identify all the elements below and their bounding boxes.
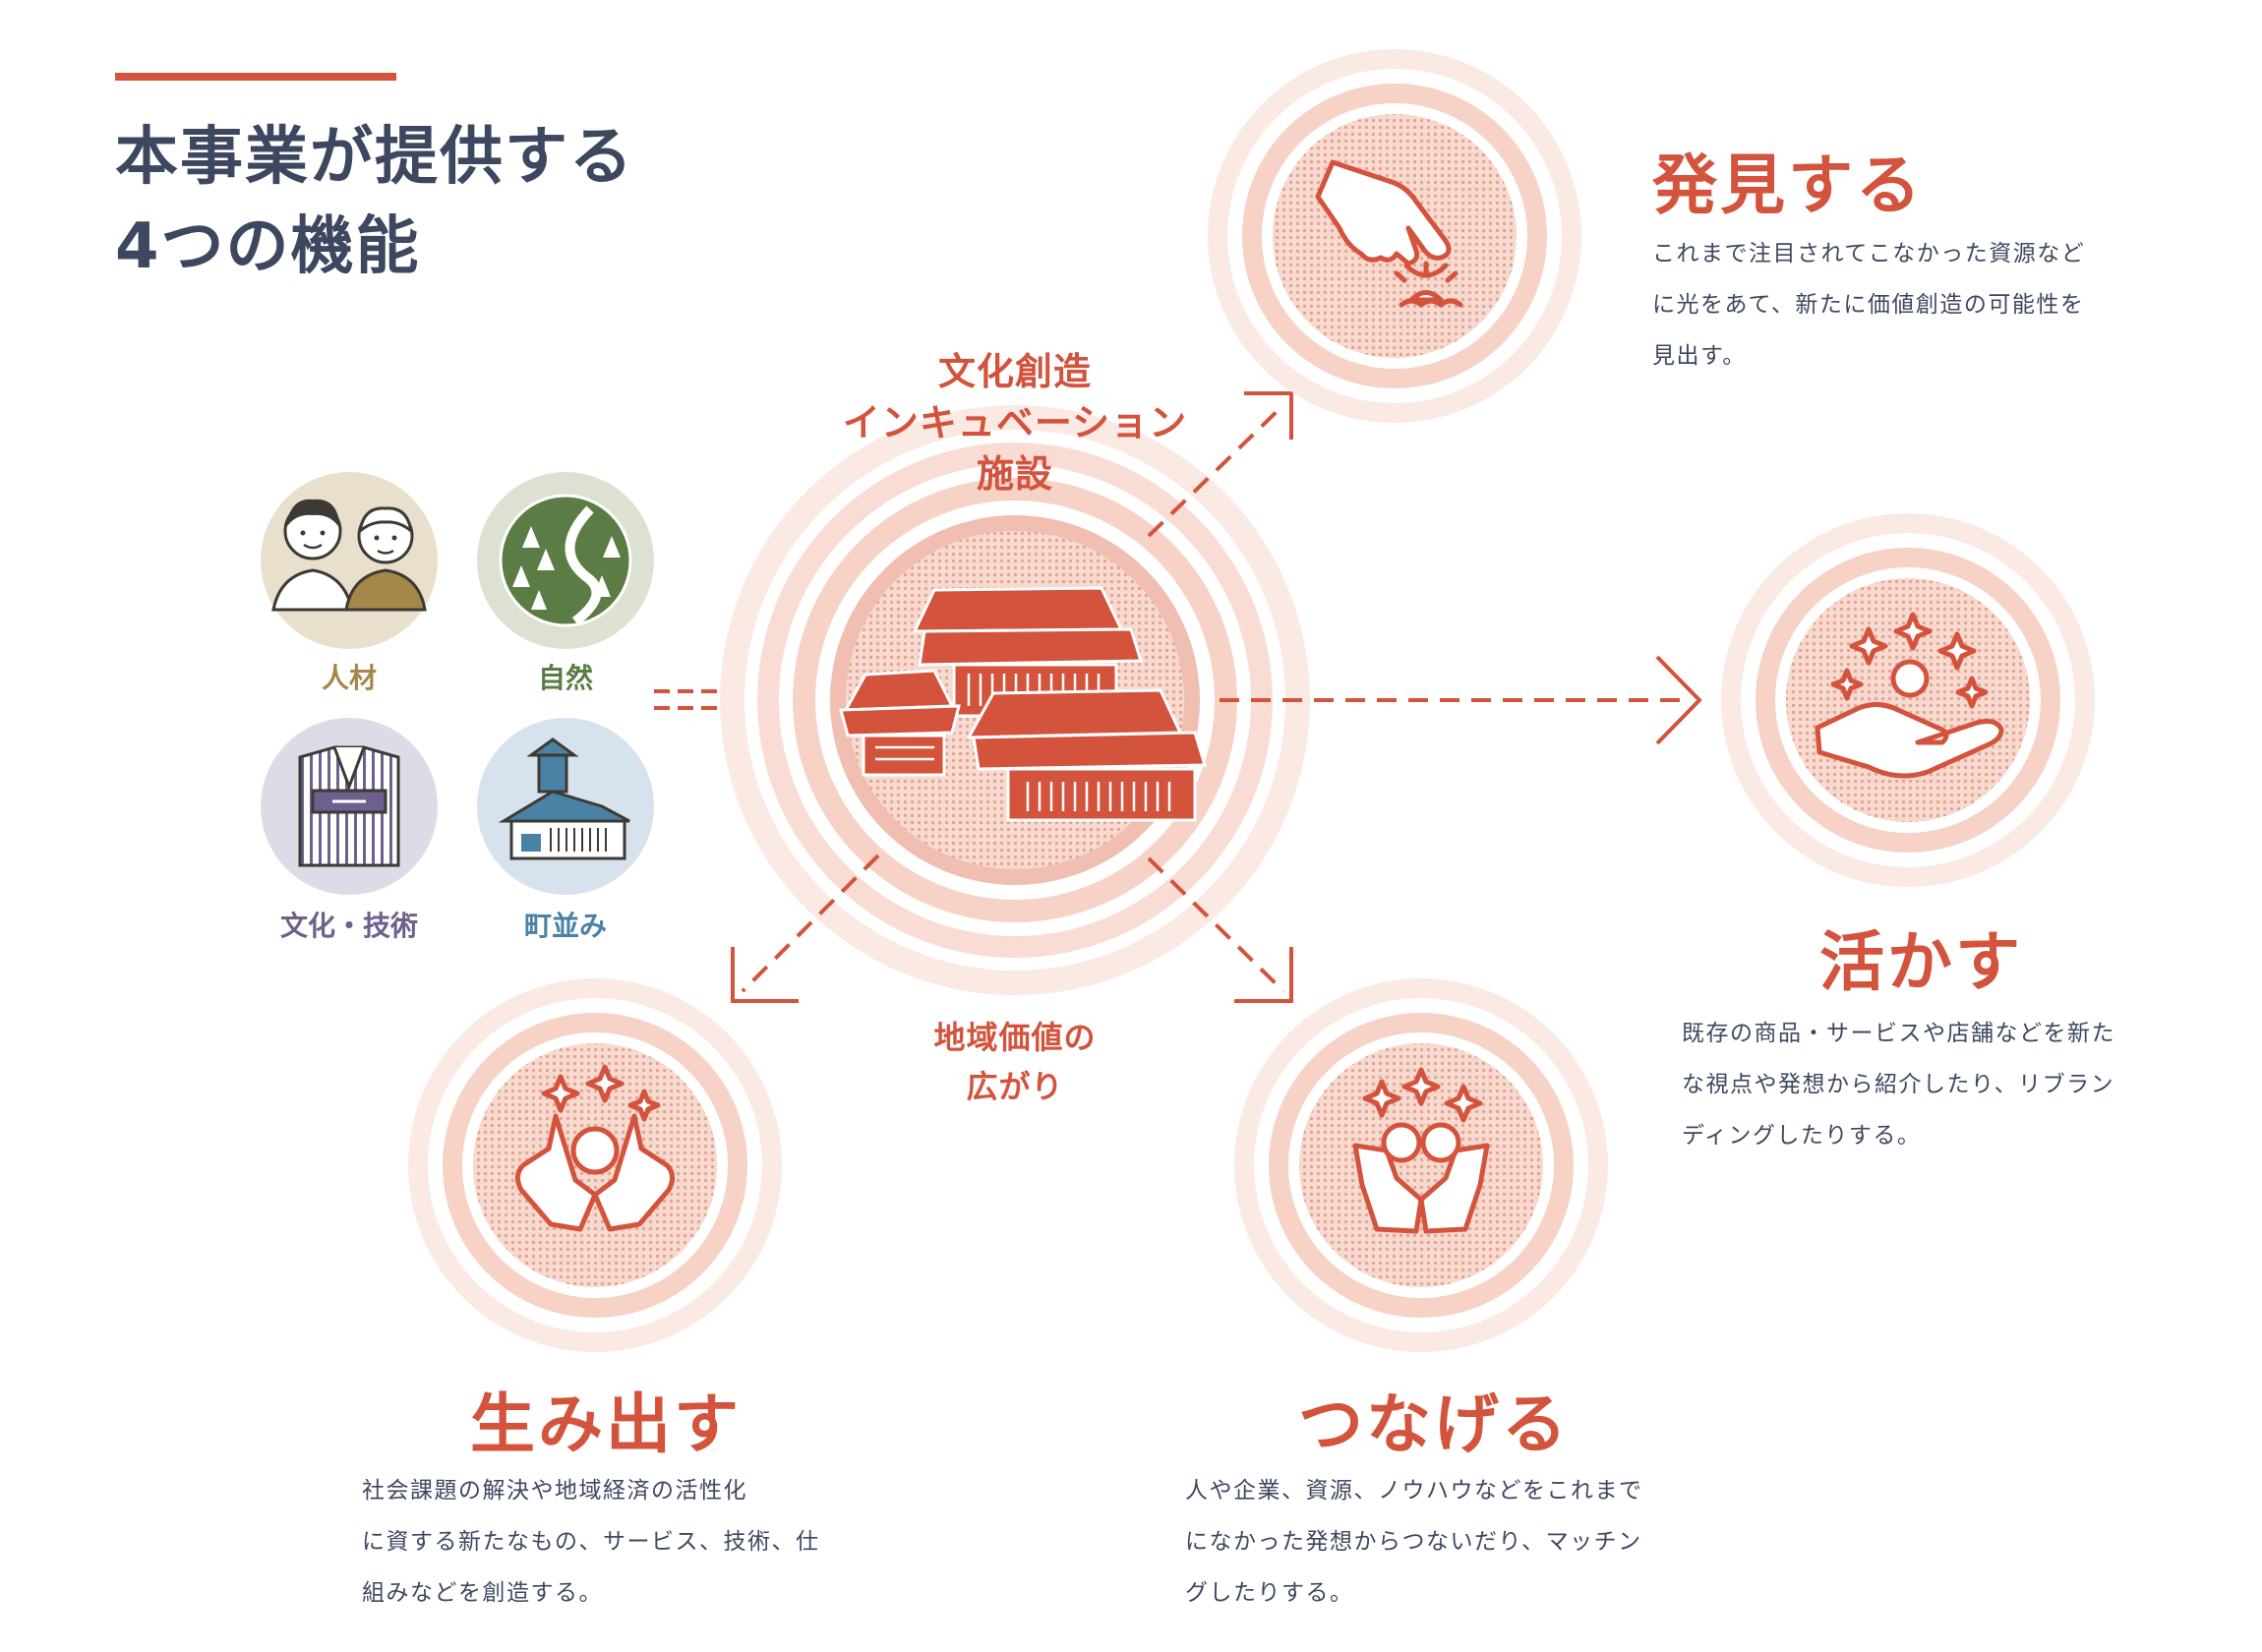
arrow-to-create	[731, 854, 880, 1003]
utilize-desc-line1: 既存の商品・サービスや店舗などを新た	[1682, 1021, 2115, 1046]
townscape-icon	[498, 738, 630, 860]
regional-value-line2: 広がり	[966, 1068, 1064, 1105]
source-label-culture: 文化・技術	[279, 910, 418, 942]
center-label-line2: インキュベーション	[842, 401, 1188, 444]
facility-buildings-icon	[839, 586, 1208, 822]
discover-title: 発見する	[1652, 148, 1924, 223]
utilize-desc-line3: ディングしたりする。	[1682, 1123, 1922, 1149]
output-arrows	[731, 391, 1702, 1003]
utilize-desc-line2: な視点や発想から紹介したり、リブラン	[1682, 1072, 2115, 1097]
arrow-to-connect	[1147, 856, 1293, 1003]
people-icon	[271, 499, 427, 612]
create-desc-line1: 社会課題の解決や地域経済の活性化	[362, 1478, 747, 1504]
discover-desc-line2: に光をあて、新たに価値創造の可能性を	[1652, 292, 2085, 318]
connect-desc-line2: になかった発想からつないだり、マッチン	[1185, 1529, 1642, 1555]
create-desc-line2: に資する新たなもの、サービス、技術、仕	[362, 1529, 820, 1555]
regional-value-label: 地域価値の 広がり	[867, 1013, 1162, 1111]
utilize-description: 既存の商品・サービスや店舗などを新た な視点や発想から紹介したり、リブラン ディ…	[1682, 1008, 2115, 1161]
source-people-circle	[261, 472, 438, 649]
source-label-nature: 自然	[537, 662, 593, 694]
two-hands-sparkle-icon	[1352, 1067, 1490, 1234]
pointing-hand-icon	[1315, 159, 1463, 308]
page-title-line2: 4つの機能	[115, 209, 421, 283]
discover-circle	[1208, 49, 1581, 423]
connect-title: つなげる	[1298, 1386, 1570, 1462]
connect-desc-line1: 人や企業、資源、ノウハウなどをこれまで	[1185, 1478, 1643, 1504]
source-culture-circle	[261, 718, 438, 895]
source-label-town: 町並み	[523, 910, 607, 942]
center-label-line1: 文化創造	[937, 350, 1092, 393]
arrow-to-utilize	[1220, 655, 1702, 745]
create-circle	[408, 978, 782, 1352]
utilize-circle	[1721, 513, 2095, 887]
kimono-icon	[298, 745, 400, 867]
forest-river-icon	[499, 494, 632, 627]
title-accent-bar	[115, 73, 396, 81]
cupped-hands-sparkle-icon	[515, 1064, 675, 1232]
center-label-line3: 施設	[976, 452, 1053, 496]
center-facility-label: 文化創造 インキュベーション 施設	[818, 346, 1212, 500]
source-label-people: 人材	[321, 662, 377, 694]
page-title: 本事業が提供する 4つの機能	[115, 113, 634, 292]
discover-desc-line1: これまで注目されてこなかった資源など	[1652, 241, 2086, 266]
source-town-circle	[477, 718, 654, 895]
create-description: 社会課題の解決や地域経済の活性化 に資する新たなもの、サービス、技術、仕 組みな…	[362, 1465, 820, 1619]
discover-desc-line3: 見出す。	[1652, 343, 1747, 369]
create-desc-line3: 組みなどを創造する。	[362, 1580, 603, 1606]
discover-description: これまで注目されてこなかった資源など に光をあて、新たに価値創造の可能性を 見出…	[1652, 228, 2085, 382]
arrow-to-discover	[1147, 391, 1293, 538]
utilize-title: 活かす	[1819, 924, 2023, 1000]
connect-circle	[1234, 978, 1608, 1352]
open-palm-sparkle-icon	[1815, 612, 2004, 779]
connect-desc-line3: グしたりする。	[1185, 1580, 1354, 1606]
connect-description: 人や企業、資源、ノウハウなどをこれまで になかった発想からつないだり、マッチン …	[1185, 1465, 1643, 1619]
regional-value-line1: 地域価値の	[933, 1019, 1097, 1056]
create-title: 生み出す	[470, 1386, 742, 1462]
source-nature-circle	[477, 472, 654, 649]
page-title-line1: 本事業が提供する	[115, 121, 634, 194]
